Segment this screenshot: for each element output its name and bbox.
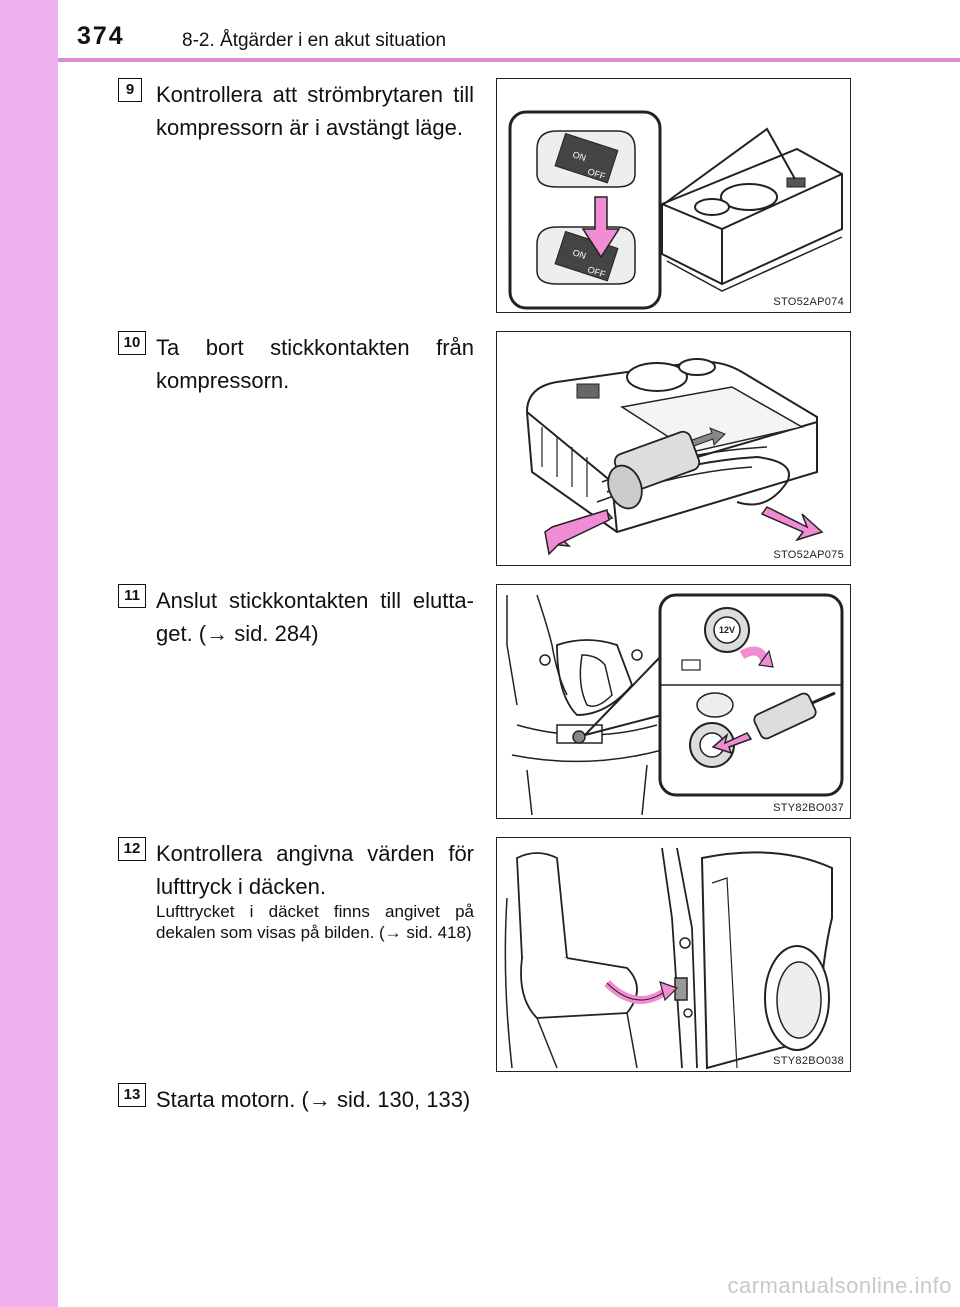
compressor-switch-illustration: ON OFF ON OFF [508,110,843,310]
step-9: 9 Kontrollera att strömbrytaren till kom… [118,78,851,313]
step-text: Starta motorn. (→ sid. 130, 133) [156,1087,471,1112]
socket-label: 12V [719,625,735,635]
insert-plug-arrow-icon [711,732,753,755]
figure-compressor-switch: ON OFF ON OFF STO52AP074 [496,78,851,313]
door-pillar-illustration [504,847,833,1070]
step-note: Lufttrycket i däcket finns angivet på de… [156,902,474,942]
figure-code: STO52AP075 [773,549,844,561]
step-11: 11 Anslut stickkontakten till elutta-get… [118,584,851,819]
section-title: 8-2. Åtgärder i en akut situation [182,30,447,51]
step-number-badge: 12 [118,837,146,861]
figure-tire-pressure-label: STY82BO038 [496,837,851,1072]
header-rule [58,58,960,62]
pointer-arrow-icon [659,981,679,1002]
step-10: 10 Ta bort stickkontakten från kompresso… [118,331,851,566]
step-number-badge: 11 [118,584,146,608]
step-number-badge: 10 [118,331,146,355]
step-12: 12 Kontrollera angivna värden för lufttr… [118,837,851,1072]
step-text: Ta bort stickkontakten från kompressorn. [156,335,474,393]
figure-code: STO52AP074 [773,296,844,308]
figure-power-outlet: 12V STY82BO037 [496,584,851,819]
page-number: 374 [77,22,125,50]
step-text: Kontrollera angivna värden för lufttryck… [156,841,474,899]
step-number-badge: 9 [118,78,142,102]
lid-open-arrow-icon [757,649,774,668]
power-outlet-illustration: 12V [506,593,844,816]
switch-on-label: ON [571,149,587,163]
figure-code: STY82BO038 [773,1055,844,1067]
step-text: Anslut stickkontakten till elutta-get. (… [156,588,474,646]
switch-on-label-lower: ON [571,247,587,261]
side-color-band [0,0,58,1307]
step-number-badge: 13 [118,1083,146,1107]
step-13: 13 Starta motorn. (→ sid. 130, 133) [118,1083,848,1123]
figure-remove-plug: STO52AP075 [496,331,851,566]
step-text: Kontrollera att strömbrytaren till kompr… [156,82,474,140]
remove-plug-illustration [525,358,824,556]
watermark: carmanualsonline.info [727,1273,952,1298]
figure-code: STY82BO037 [773,802,844,814]
press-arrow-icon [581,196,621,259]
pull-arrow-right-icon [760,506,824,542]
